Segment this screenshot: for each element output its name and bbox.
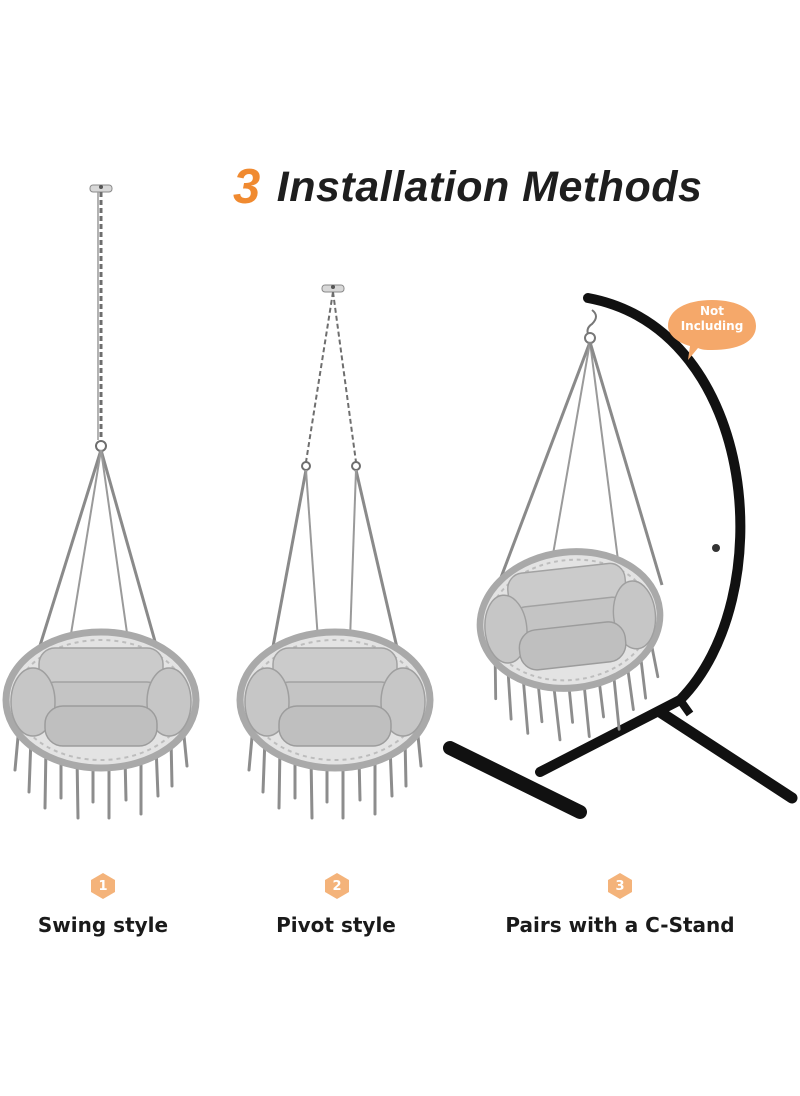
title-number: 3 [233, 160, 261, 214]
step-2-number: 2 [332, 878, 342, 894]
step-1-badge: 1 [88, 871, 118, 901]
method-2-label: Pivot style [276, 913, 396, 937]
step-1-number: 1 [98, 878, 108, 894]
step-3-badge: 3 [605, 871, 635, 901]
method-3-label: Pairs with a C-Stand [505, 913, 735, 937]
method-1-label: Swing style [37, 913, 169, 937]
callout-line-1: Not [699, 304, 725, 318]
title-text: Installation Methods [276, 162, 703, 211]
step-2-badge: 2 [322, 871, 352, 901]
c-stand-chair [443, 293, 798, 819]
step-3-number: 3 [615, 878, 625, 894]
swing-style-chair [6, 184, 196, 818]
callout-line-2: Including [680, 319, 744, 333]
product-illustration [0, 184, 798, 860]
pivot-style-chair [240, 284, 430, 818]
page-title: 3 Installation Methods [233, 152, 773, 222]
not-including-callout: Not Including [664, 296, 760, 362]
